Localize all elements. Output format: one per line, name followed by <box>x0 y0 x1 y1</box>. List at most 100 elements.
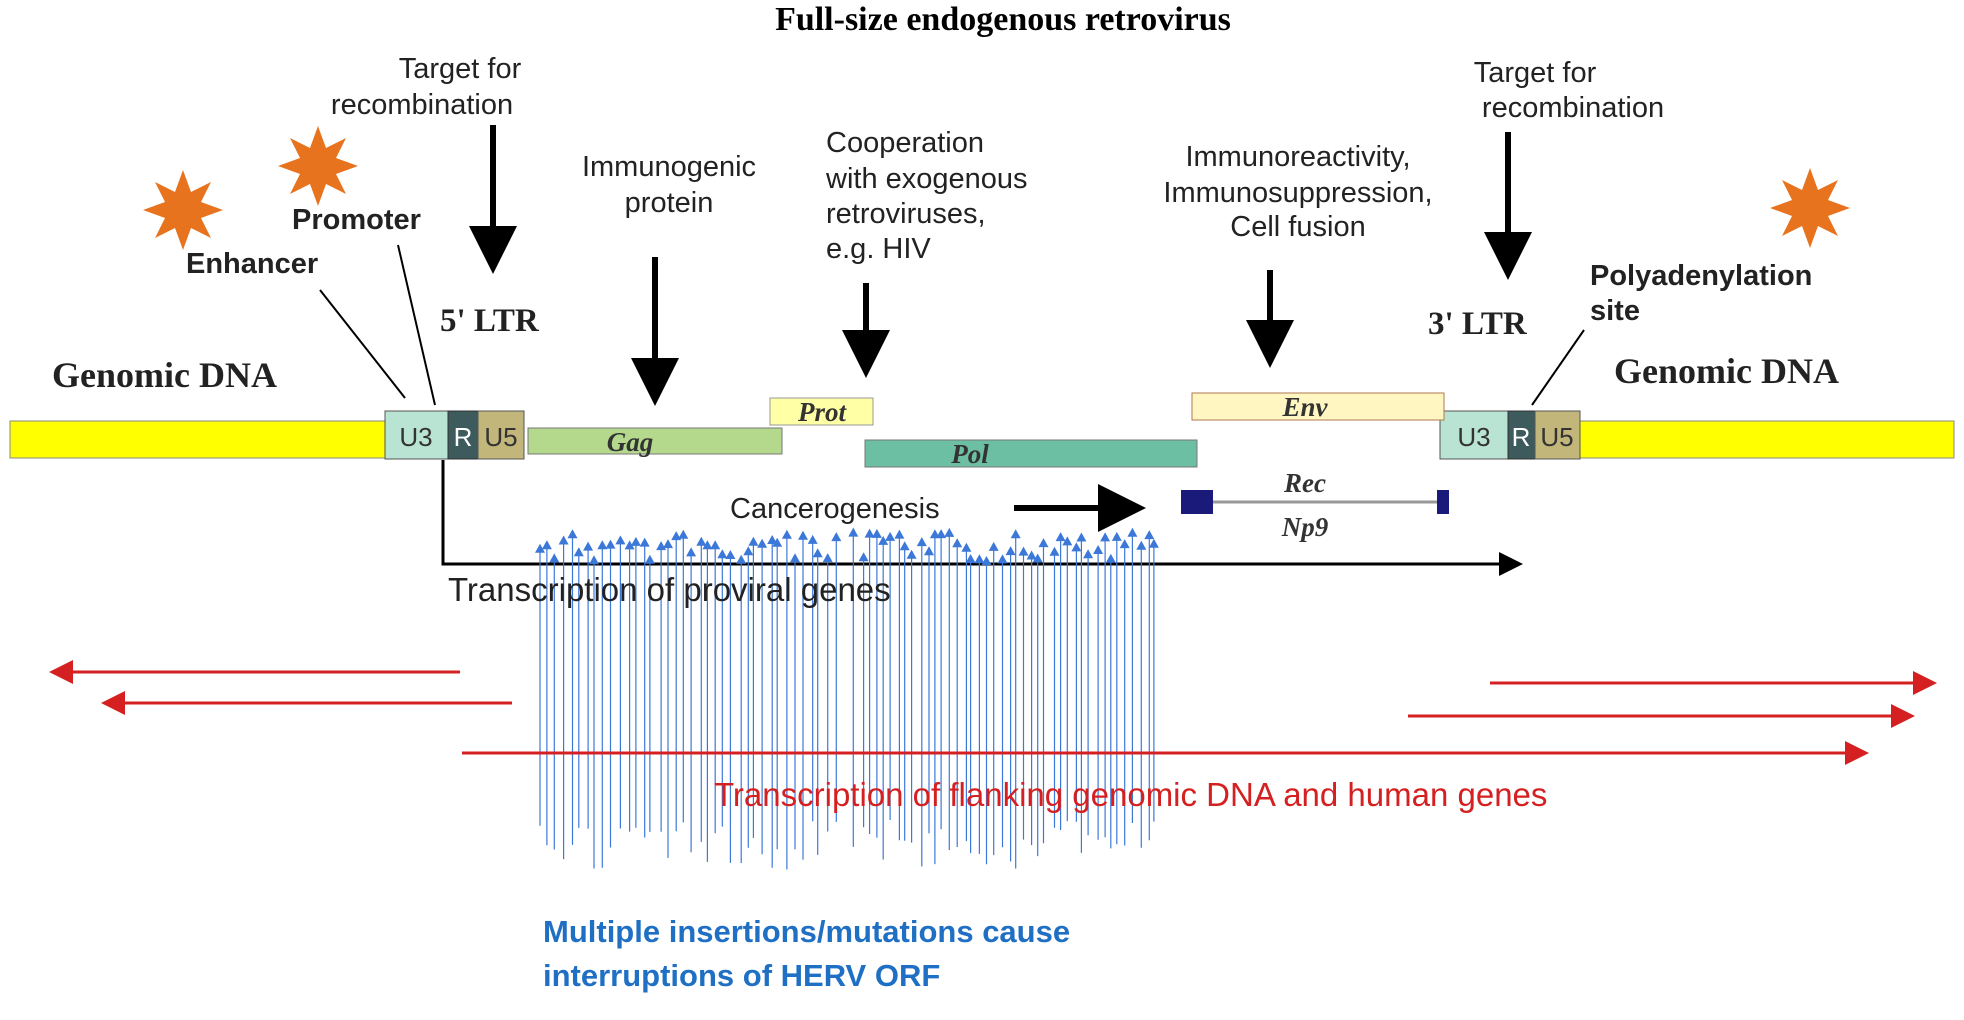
insertion-arrow-head <box>781 529 792 539</box>
insertion-arrow-head <box>772 537 783 547</box>
insertion-arrow-head <box>725 550 736 559</box>
rec-label: Rec <box>1283 468 1326 498</box>
insertion-arrow-head <box>757 538 768 548</box>
env-box <box>1191 392 1445 421</box>
sun-icon <box>143 170 223 250</box>
insertion-arrow-head <box>878 535 889 545</box>
transcription-proviral-label: Transcription of proviral genes <box>448 571 891 608</box>
insertion-arrow-head <box>961 542 972 552</box>
ltr3-u5-box <box>1534 410 1581 460</box>
np9-label: Np9 <box>1281 512 1329 542</box>
insertion-arrow-head <box>885 531 896 541</box>
cooperation-line4: e.g. HIV <box>826 233 931 265</box>
insertion-arrow-head <box>1127 527 1138 537</box>
insertion-arrow-head <box>1038 538 1049 548</box>
insertion-arrow-head <box>952 538 963 548</box>
polyadenylation-label-line1: Polyadenylation <box>1590 260 1812 292</box>
insertion-arrow-head <box>831 532 842 542</box>
immunoreactivity-line1: Immunoreactivity, <box>1185 141 1410 173</box>
cooperation-line2: with exogenous <box>825 163 1028 195</box>
insertion-arrow-head <box>597 540 608 550</box>
insertion-arrow-head <box>997 554 1008 564</box>
prot-label: Prot <box>797 397 848 427</box>
insertion-arrow-head <box>1005 546 1016 556</box>
sun-icon <box>278 126 358 206</box>
target-right-line1: Target for <box>1474 57 1597 89</box>
insertion-arrow-head <box>871 528 882 538</box>
insertion-arrow-head <box>899 541 910 551</box>
insertion-arrow-head <box>807 534 818 544</box>
insertion-arrow-head <box>965 554 976 563</box>
cooperation-line1: Cooperation <box>826 127 984 159</box>
target-right-line2: recombination <box>1482 92 1664 124</box>
ltr3-label: 3' LTR <box>1428 306 1528 342</box>
diagram-title: Full-size endogenous retrovirus <box>775 1 1231 38</box>
polyadenylation-leader-line <box>1531 329 1585 406</box>
ltr5-r-box <box>447 410 479 460</box>
insertion-arrow-head <box>567 529 578 539</box>
ltr5-u3-box <box>384 410 449 460</box>
insertion-arrow-head <box>1032 553 1043 563</box>
insertion-arrow-head <box>696 536 707 546</box>
insertion-arrow-head <box>573 547 584 557</box>
promoter-label: Promoter <box>292 204 421 236</box>
ltr5-label: 5' LTR <box>440 303 540 339</box>
insertion-arrow-head <box>736 554 747 564</box>
insertion-arrow-head <box>686 547 697 557</box>
insertion-arrow-head <box>988 541 999 551</box>
insertion-arrow-head <box>549 553 560 563</box>
insertion-arrow-head <box>1144 530 1155 540</box>
ltr3-u3-label: U3 <box>1457 422 1490 452</box>
prot-box <box>769 397 874 426</box>
insertion-arrow-head <box>936 529 947 539</box>
insertion-arrows <box>535 527 1159 870</box>
insertion-arrow-head <box>717 549 728 559</box>
ltr5-r-label: R <box>454 422 473 452</box>
insertion-arrow-head <box>1148 538 1159 548</box>
gag-box <box>527 427 783 455</box>
insertion-arrow-head <box>1010 529 1021 539</box>
pol-label: Pol <box>950 439 989 469</box>
genomic-dna-right-label: Genomic DNA <box>1614 351 1839 391</box>
gag-label: Gag <box>607 427 654 457</box>
immunoreactivity-line3: Cell fusion <box>1230 211 1365 243</box>
insertion-arrow-head <box>605 539 616 549</box>
insertion-arrow-head <box>924 546 934 556</box>
genomic-dna-left-label: Genomic DNA <box>52 355 277 395</box>
insertion-arrow-head <box>710 540 721 550</box>
ltr5-u3-label: U3 <box>399 422 432 452</box>
insertion-arrow-head <box>1062 536 1073 546</box>
ltr3-u5-label: U5 <box>1540 422 1573 452</box>
insertion-arrow-head <box>558 535 569 545</box>
insertion-arrow-head <box>702 540 713 550</box>
ltr5-u5-box <box>477 410 525 460</box>
immunogenic-line1: Immunogenic <box>582 151 756 183</box>
insertion-arrow-head <box>624 540 635 550</box>
insertion-arrow-head <box>615 535 626 545</box>
insertion-arrow-head <box>589 555 599 565</box>
insertion-arrow-head <box>1018 546 1029 556</box>
insertion-arrow-head <box>541 540 552 550</box>
genomic-dna-left-bar <box>9 420 386 459</box>
insertion-arrow-head <box>1076 532 1087 542</box>
genomic-dna-right-bar <box>1579 420 1955 459</box>
insertion-arrow-head <box>906 549 917 559</box>
insertion-arrow-head <box>822 553 833 563</box>
ltr3-r-box <box>1507 410 1536 460</box>
insertion-arrow-head <box>639 537 650 547</box>
cooperation-line3: retroviruses, <box>826 198 986 230</box>
insertion-arrow-head <box>974 554 985 564</box>
insertion-arrow-head <box>858 552 869 562</box>
arrow-proviral-transcription <box>441 460 1523 576</box>
insertion-arrow-head <box>678 529 689 539</box>
insertion-arrow-head <box>1136 540 1147 550</box>
insertion-arrow-head <box>798 530 808 540</box>
rec-exon-right <box>1437 490 1449 514</box>
insertion-arrow-head <box>663 539 673 549</box>
enhancer-leader-line <box>319 289 406 399</box>
insertion-arrow-head <box>944 527 955 537</box>
insertion-arrow-head <box>848 527 859 537</box>
sun-icon <box>1770 168 1850 248</box>
target-left-line1: Target for <box>399 53 522 85</box>
